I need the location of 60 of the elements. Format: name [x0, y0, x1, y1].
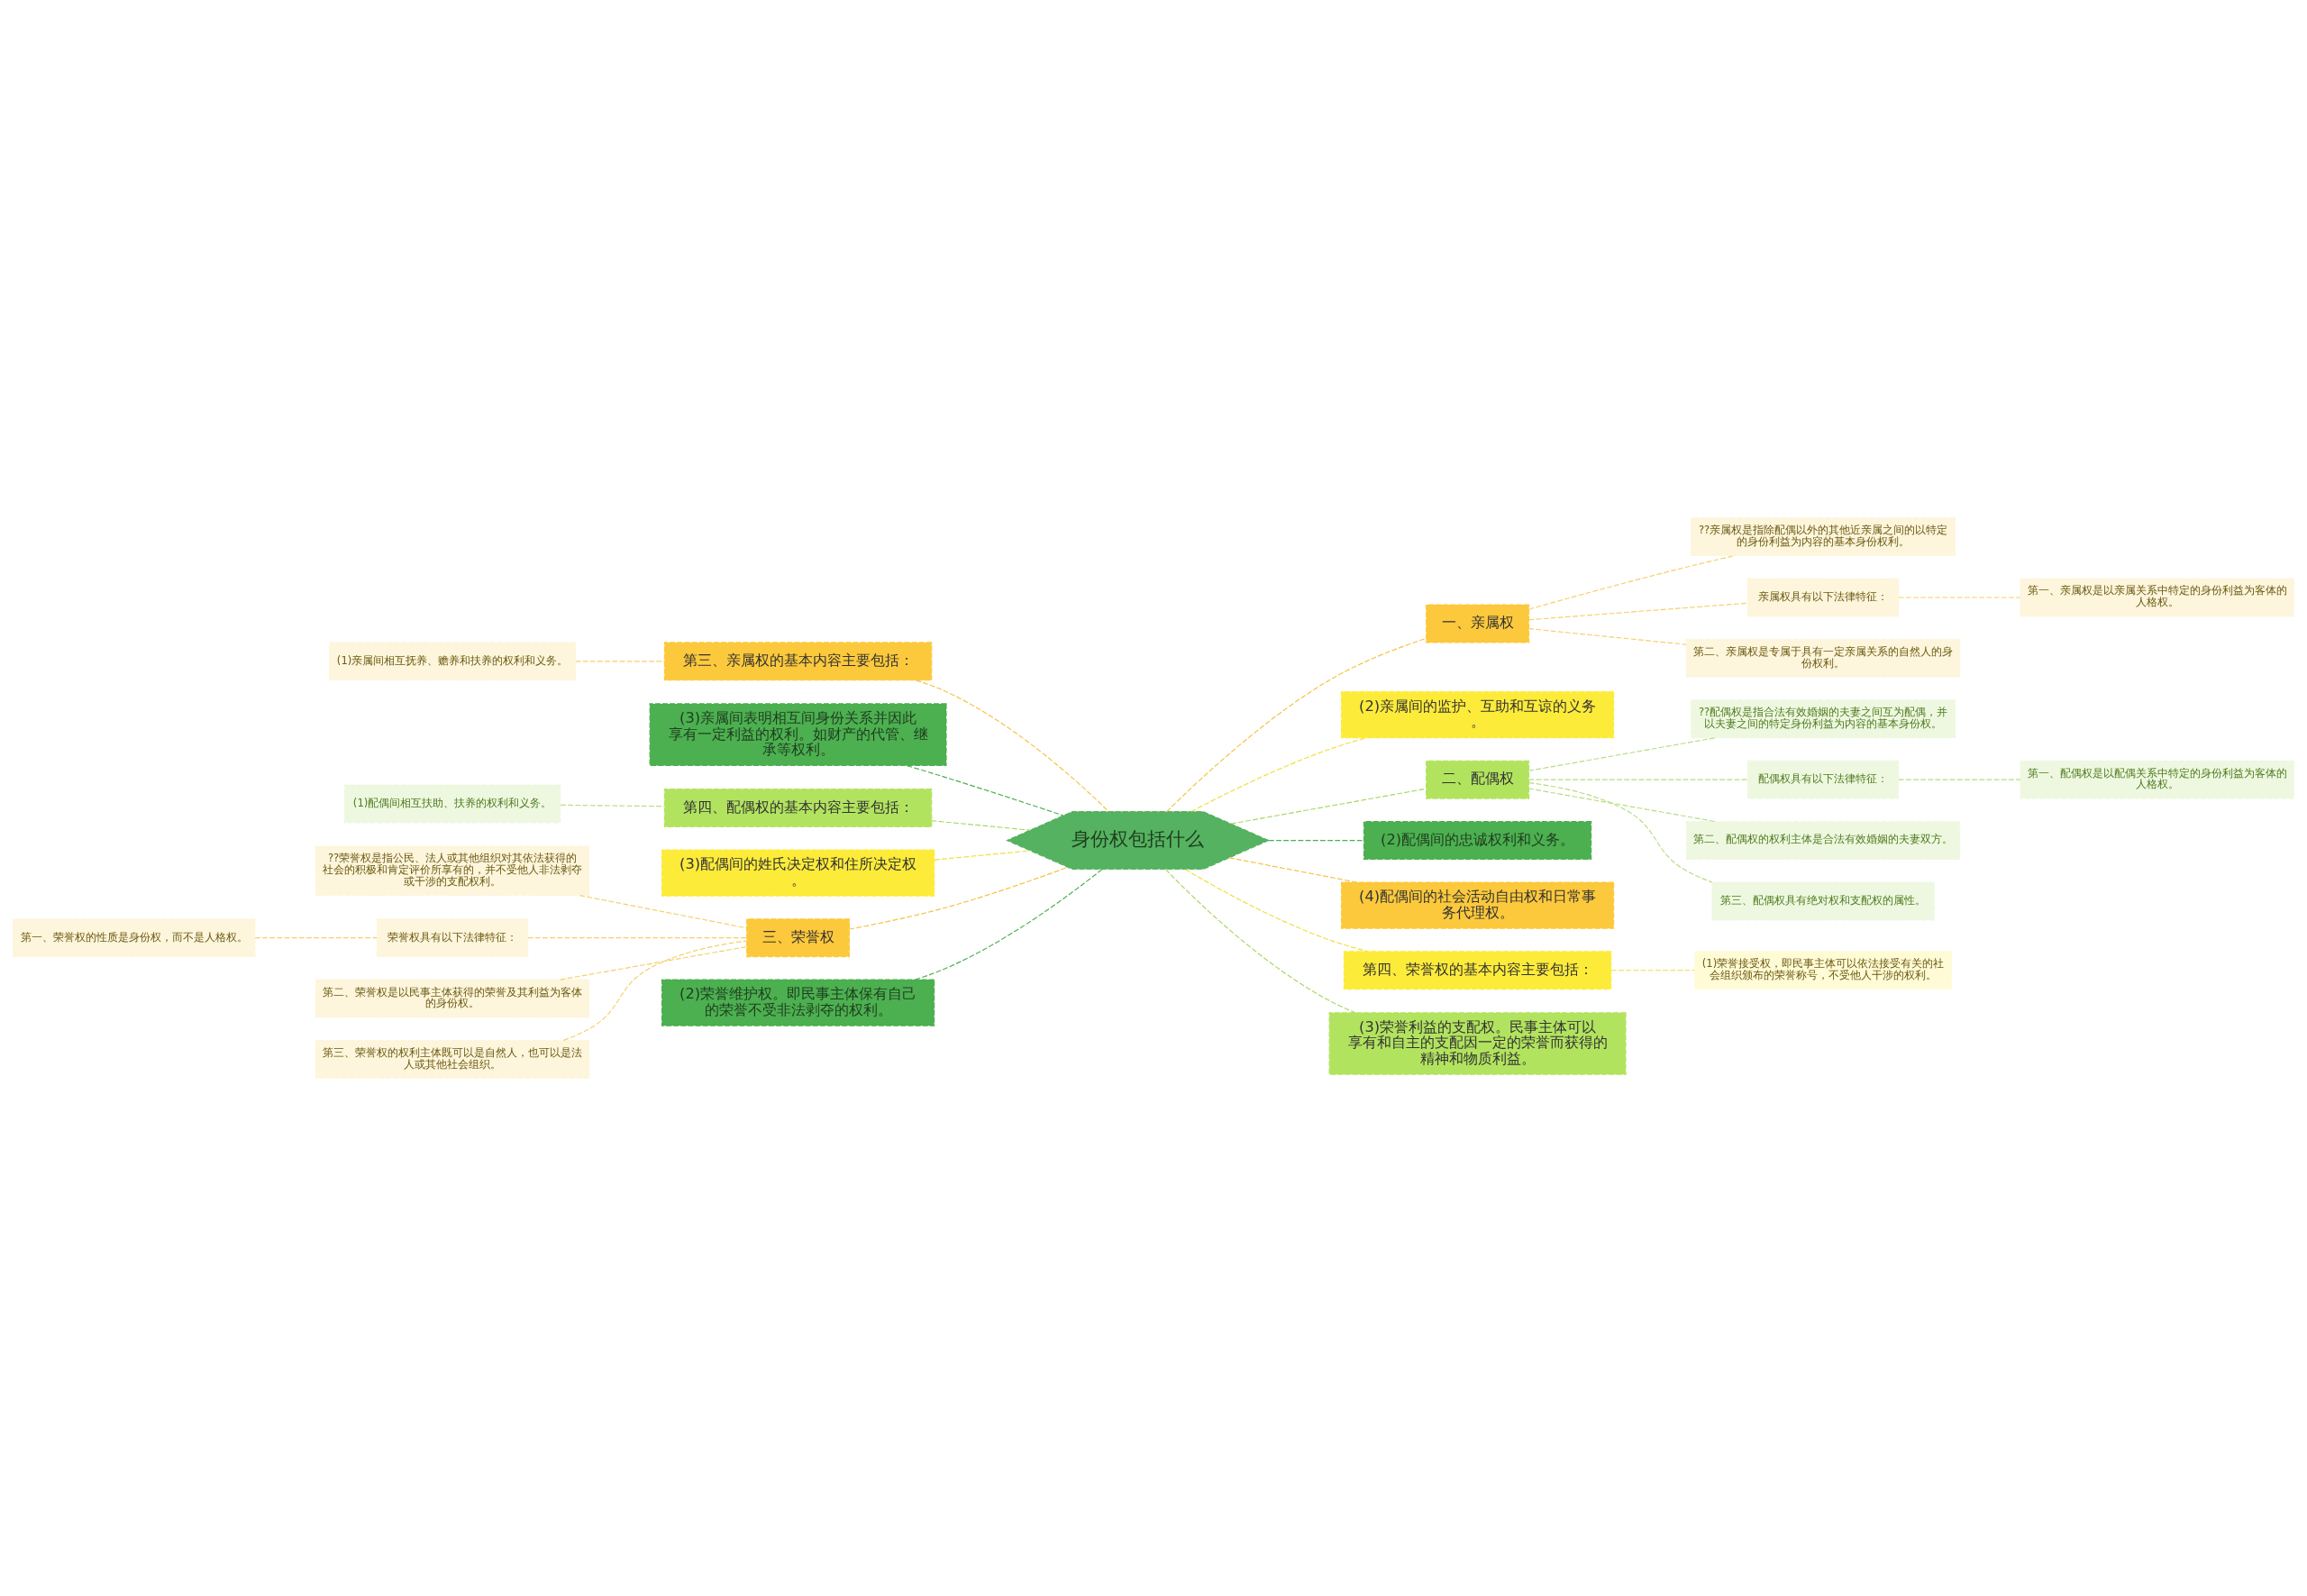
connector — [560, 946, 747, 980]
node-box: (1)亲属间相互抚养、赡养和扶养的权利和义务。 — [328, 642, 577, 681]
node-box: 第四、配偶权的基本内容主要包括： — [663, 789, 933, 828]
connector — [931, 820, 1031, 831]
node-box: 亲属权具有以下法律特征： — [1746, 578, 1900, 617]
node-box: (2)荣誉维护权。即民事主体保有自己的荣誉不受非法剥夺的权利。 — [661, 979, 935, 1026]
node-box: (3)配偶间的姓氏决定权和住所决定权。 — [661, 849, 935, 897]
node-box: 配偶权具有以下法律特征： — [1746, 760, 1900, 799]
node-box: (3)亲属间表明相互间身份关系并因此享有一定利益的权利。如财产的代管、继承等权利。 — [649, 703, 947, 767]
connector — [1528, 782, 1713, 883]
node-box: (4)配偶间的社会活动自由权和日常事务代理权。 — [1340, 881, 1615, 929]
connector — [575, 661, 665, 662]
node-box: 荣誉权具有以下法律特征： — [376, 918, 529, 958]
connector — [1528, 628, 1687, 645]
connector — [1166, 637, 1427, 813]
node-box: (1)配偶间相互扶助、扶养的权利和义务。 — [343, 784, 561, 824]
node-box: 第二、配偶权的权利主体是合法有效婚姻的夫妻双方。 — [1685, 821, 1961, 861]
connector — [527, 937, 747, 939]
connector — [1528, 788, 1716, 823]
connector — [1228, 857, 1357, 883]
connector — [254, 937, 378, 939]
connector — [562, 940, 747, 1041]
connector — [560, 804, 665, 807]
connector — [1190, 737, 1367, 813]
connector — [934, 850, 1031, 861]
node-box: (2)配偶间的忠诚权利和义务。 — [1363, 821, 1592, 861]
node-box: ??亲属权是指除配偶以外的其他近亲属之间的以特定的身份利益为内容的基本身份权利。 — [1691, 517, 1956, 557]
node-box: 第四、荣誉权的基本内容主要包括： — [1343, 951, 1612, 990]
connector — [1898, 779, 2021, 780]
node-box: (3)荣誉利益的支配权。民事主体可以享有和自主的支配因一定的荣誉而获得的精神和物质利益。 — [1328, 1012, 1627, 1075]
node-box: 一、亲属权 — [1426, 604, 1530, 643]
node-box: 第一、荣誉权的性质是身份权，而不是人格权。 — [13, 918, 256, 958]
connector — [1610, 970, 1696, 971]
connector — [1528, 554, 1736, 610]
connector — [579, 895, 748, 929]
connector — [1230, 788, 1427, 825]
connector — [1528, 737, 1716, 771]
connector — [1184, 869, 1368, 953]
connector — [1528, 779, 1748, 780]
connector — [1528, 602, 1748, 621]
connector — [1268, 839, 1364, 842]
node-box: (2)亲属间的监护、互助和互谅的义务。 — [1340, 690, 1615, 739]
node-box: 第二、亲属权是专属于具有一定亲属关系的自然人的身份权利。 — [1685, 638, 1961, 678]
node-box: 第三、亲属权的基本内容主要包括： — [663, 642, 933, 681]
connector — [915, 679, 1109, 813]
node-box: 第三、荣誉权的权利主体既可以是自然人，也可以是法人或其他社会组织。 — [315, 1039, 590, 1079]
connector — [849, 866, 1069, 930]
node-box: 第三、配偶权具有绝对权和支配权的属性。 — [1711, 881, 1935, 921]
node-box: ??配偶权是指合法有效婚姻的夫妻之间互为配偶，并以夫妻之间的特定身份利益为内容的基本身份权。 — [1691, 699, 1956, 739]
node-box: 二、配偶权 — [1426, 760, 1530, 799]
node-box: 第一、配偶权是以配偶关系中特定的身份利益为客体的人格权。 — [2020, 760, 2294, 799]
node-box: 第二、荣誉权是以民事主体获得的荣誉及其利益为客体的身份权。 — [315, 979, 590, 1018]
node-box: 第一、亲属权是以亲属关系中特定的身份利益为客体的人格权。 — [2020, 578, 2294, 617]
connector — [906, 765, 1064, 816]
connector — [1898, 597, 2021, 598]
connector — [915, 869, 1103, 980]
node-box: 三、荣誉权 — [746, 918, 851, 958]
node-box: (1)荣誉接受权，即民事主体可以依法接受有关的社会组织颁布的荣誉称号，不受他人干涉的权利。 — [1694, 951, 1952, 990]
connector — [1165, 869, 1356, 1014]
node-box: ??荣誉权是指公民、法人或其他组织对其依法获得的社会的积极和肯定评价所享有的，并不受他人非法剥夺或干涉的支配权利。 — [315, 845, 590, 897]
